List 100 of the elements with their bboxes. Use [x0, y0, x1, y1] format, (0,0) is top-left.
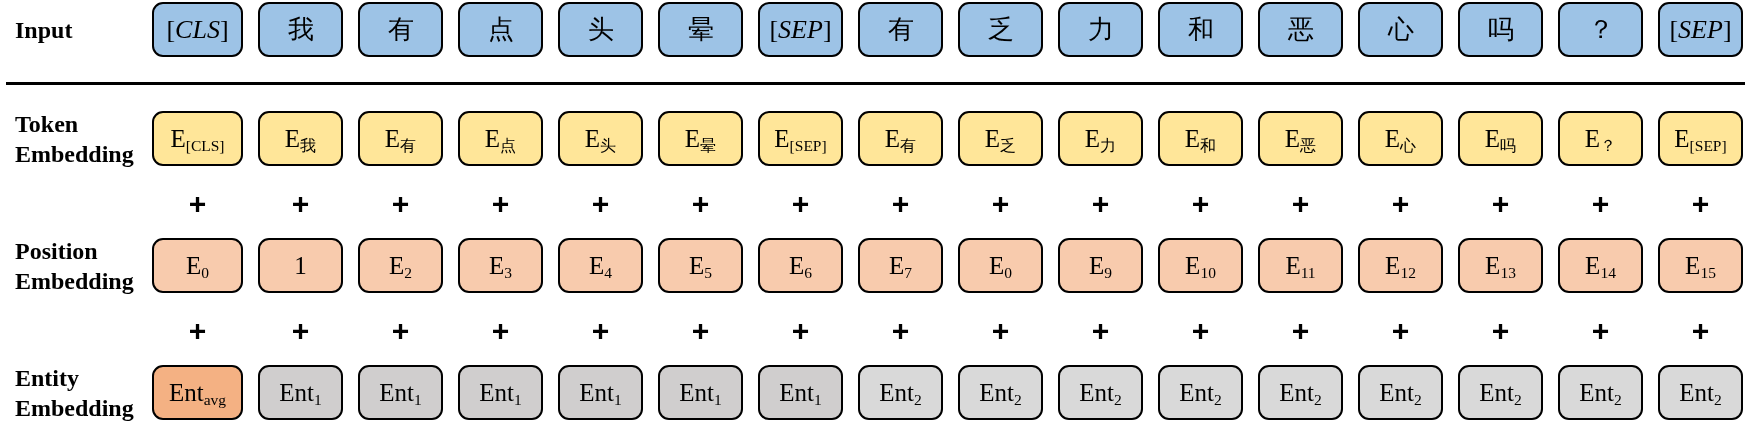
plus-sign: +: [891, 316, 910, 346]
position-embedding-box: E$_{12}$: [1358, 238, 1443, 293]
row-label: Token Embedding: [15, 109, 134, 169]
token-embedding-box: E$_{有}$: [358, 111, 443, 166]
row-label: Input: [15, 15, 73, 45]
position-embedding-box: E$_{9}$: [1058, 238, 1143, 293]
entity-embedding-box: Ent$_{1}$: [258, 365, 343, 420]
plus-sign: +: [791, 316, 810, 346]
plus-sign: +: [1291, 189, 1310, 219]
plus-sign: +: [1091, 316, 1110, 346]
input-token-box: 力: [1058, 2, 1143, 57]
input-token-box: 有: [358, 2, 443, 57]
token-embedding-box: E$_{[CLS]}$: [152, 111, 243, 166]
input-token-box: 有: [858, 2, 943, 57]
plus-sign: +: [188, 189, 207, 219]
input-token-box: 和: [1158, 2, 1243, 57]
token-embedding-box: E$_{力}$: [1058, 111, 1143, 166]
position-embedding-box: E$_{15}$: [1658, 238, 1743, 293]
plus-sign: +: [1691, 316, 1710, 346]
entity-embedding-box: Ent$_{2}$: [1058, 365, 1143, 420]
plus-sign: +: [591, 316, 610, 346]
plus-sign: +: [291, 189, 310, 219]
input-token-box: 晕: [658, 2, 743, 57]
token-embedding-box: E$_{点}$: [458, 111, 543, 166]
position-embedding-box: E$_{3}$: [458, 238, 543, 293]
token-embedding-box: E$_{我}$: [258, 111, 343, 166]
token-embedding-box: E$_{晕}$: [658, 111, 743, 166]
entity-embedding-box: Ent$_{1}$: [458, 365, 543, 420]
plus-sign: +: [1191, 316, 1210, 346]
token-embedding-box: E$_{心}$: [1358, 111, 1443, 166]
position-embedding-box: E$_{0}$: [958, 238, 1043, 293]
position-embedding-box: E$_{0}$: [152, 238, 243, 293]
row-label: Position Embedding: [15, 236, 134, 296]
entity-embedding-box: Ent$_{1}$: [658, 365, 743, 420]
entity-embedding-box: Ent$_{2}$: [1358, 365, 1443, 420]
token-embedding-box: E$_{有}$: [858, 111, 943, 166]
plus-sign: +: [1491, 316, 1510, 346]
entity-embedding-box: Ent$_{2}$: [1258, 365, 1343, 420]
input-token-box: 吗: [1458, 2, 1543, 57]
plus-sign: +: [691, 316, 710, 346]
plus-sign: +: [1391, 189, 1410, 219]
entity-embedding-box: Ent$_{2}$: [858, 365, 943, 420]
entity-embedding-box: Ent$_{1}$: [558, 365, 643, 420]
input-token-box: 恶: [1258, 2, 1343, 57]
input-token-box: [CLS]: [152, 2, 243, 57]
row-label: Entity Embedding: [15, 363, 134, 423]
entity-embedding-box: Ent$_{1}$: [758, 365, 843, 420]
input-token-box: [SEP]: [1658, 2, 1743, 57]
input-token-box: ？: [1558, 2, 1643, 57]
plus-sign: +: [791, 189, 810, 219]
entity-embedding-box: Ent$_{1}$: [358, 365, 443, 420]
input-token-box: 乏: [958, 2, 1043, 57]
token-embedding-box: E$_{恶}$: [1258, 111, 1343, 166]
position-embedding-box: E$_{4}$: [558, 238, 643, 293]
plus-sign: +: [188, 316, 207, 346]
position-embedding-box: E$_{2}$: [358, 238, 443, 293]
entity-embedding-box: Ent$_{avg}$: [152, 365, 243, 420]
plus-sign: +: [591, 189, 610, 219]
plus-sign: +: [391, 189, 410, 219]
token-embedding-box: E$_{[SEP]}$: [758, 111, 843, 166]
plus-sign: +: [991, 316, 1010, 346]
plus-sign: +: [391, 316, 410, 346]
plus-sign: +: [1391, 316, 1410, 346]
plus-sign: +: [1691, 189, 1710, 219]
plus-sign: +: [491, 189, 510, 219]
position-embedding-box: E$_{13}$: [1458, 238, 1543, 293]
entity-embedding-box: Ent$_{2}$: [1658, 365, 1743, 420]
plus-sign: +: [691, 189, 710, 219]
entity-embedding-box: Ent$_{2}$: [1458, 365, 1543, 420]
input-token-box: 头: [558, 2, 643, 57]
token-embedding-box: E$_{？}$: [1558, 111, 1643, 166]
plus-sign: +: [1591, 189, 1610, 219]
token-embedding-box: E$_{[SEP]}$: [1658, 111, 1743, 166]
position-embedding-box: E$_{10}$: [1158, 238, 1243, 293]
position-embedding-box: E$_{5}$: [658, 238, 743, 293]
token-embedding-box: E$_{头}$: [558, 111, 643, 166]
plus-sign: +: [1191, 189, 1210, 219]
plus-sign: +: [1591, 316, 1610, 346]
plus-sign: +: [1491, 189, 1510, 219]
position-embedding-box: E$_{6}$: [758, 238, 843, 293]
position-embedding-box: E$_{11}$: [1258, 238, 1343, 293]
plus-sign: +: [991, 189, 1010, 219]
plus-sign: +: [1291, 316, 1310, 346]
input-token-box: 心: [1358, 2, 1443, 57]
plus-sign: +: [491, 316, 510, 346]
plus-sign: +: [1091, 189, 1110, 219]
token-embedding-box: E$_{和}$: [1158, 111, 1243, 166]
entity-embedding-box: Ent$_{2}$: [1158, 365, 1243, 420]
token-embedding-box: E$_{吗}$: [1458, 111, 1543, 166]
position-embedding-box: 1: [258, 238, 343, 293]
token-embedding-box: E$_{乏}$: [958, 111, 1043, 166]
position-embedding-box: E$_{7}$: [858, 238, 943, 293]
input-token-box: 点: [458, 2, 543, 57]
plus-sign: +: [291, 316, 310, 346]
input-token-box: [SEP]: [758, 2, 843, 57]
plus-sign: +: [891, 189, 910, 219]
entity-embedding-box: Ent$_{2}$: [1558, 365, 1643, 420]
input-token-box: 我: [258, 2, 343, 57]
entity-embedding-box: Ent$_{2}$: [958, 365, 1043, 420]
position-embedding-box: E$_{14}$: [1558, 238, 1643, 293]
